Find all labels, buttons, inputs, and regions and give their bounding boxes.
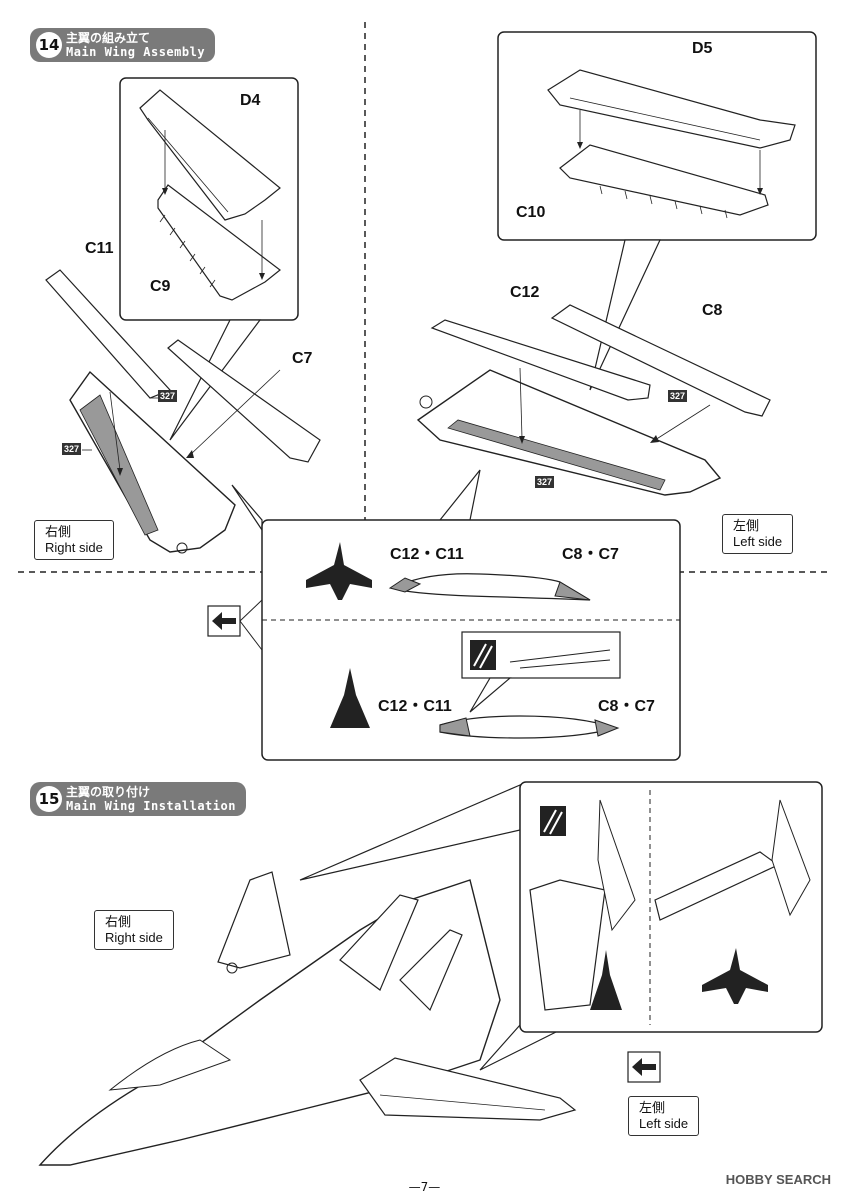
step-title-en: Main Wing Assembly [66,45,206,59]
side-label-en: Left side [733,534,783,549]
label-c9: C9 [150,278,171,295]
part-c8 [550,304,771,417]
paint-code: 327 [158,390,178,402]
left-side-label-15: 左側 Left side [628,1096,700,1136]
jet-silhouette-plan-icon [330,668,370,728]
part-c9 [157,184,281,301]
part-c12 [430,319,651,401]
label-c8: C8 [702,302,723,319]
side-label-en: Left side [639,1116,689,1131]
step-title-jp: 主翼の取り付け [66,785,151,799]
right-wing-main [69,370,236,553]
step-title-jp: 主翼の組み立て [66,31,151,45]
part-d4 [139,89,281,221]
side-label-en: Right side [45,540,103,555]
step-number: 14 [36,32,62,58]
label-d4: D4 [240,92,261,109]
left-side-label: 左側 Left side [722,514,794,554]
label-c10: C10 [516,204,546,221]
detail-label-front-left: C12・C11 [390,546,464,563]
label-c7: C7 [292,350,313,367]
left-wing-main [416,369,722,496]
part-c10 [559,144,769,216]
paint-code: 327 [535,476,555,488]
left-wing-install [359,1057,577,1121]
detail-label-plan-right: C8・C7 [598,698,655,715]
label-c11: C11 [85,240,114,257]
side-label-jp: 右側 [105,914,132,929]
detail-label-plan-left: C12・C11 [378,698,452,715]
jet-silhouette-front-icon [306,542,372,600]
jet-silhouette-front-icon-2 [702,948,768,1004]
page-number: —7— [408,1180,441,1194]
part-c7 [167,339,321,463]
side-label-jp: 左側 [639,1100,666,1115]
side-label-jp: 右側 [45,524,72,539]
detail-label-front-right: C8・C7 [562,546,619,563]
watermark: HOBBY SEARCH [725,1172,831,1187]
step-number: 15 [36,786,62,812]
paint-code: 327 [668,390,688,402]
label-d5: D5 [692,40,713,57]
right-side-label: 右側 Right side [34,520,114,560]
step-15-header: 15 主翼の取り付け Main Wing Installation [30,782,246,816]
jet-silhouette-plan-icon-2 [590,950,622,1010]
side-label-en: Right side [105,930,163,945]
label-c12: C12 [510,284,540,301]
step-14-header: 14 主翼の組み立て Main Wing Assembly [30,28,216,62]
right-side-label-15: 右側 Right side [94,910,174,950]
side-label-jp: 左側 [733,518,760,533]
right-wing-install [217,871,291,969]
step-title-en: Main Wing Installation [66,799,236,813]
part-d5 [547,69,796,149]
paint-code: 327 [62,443,82,455]
